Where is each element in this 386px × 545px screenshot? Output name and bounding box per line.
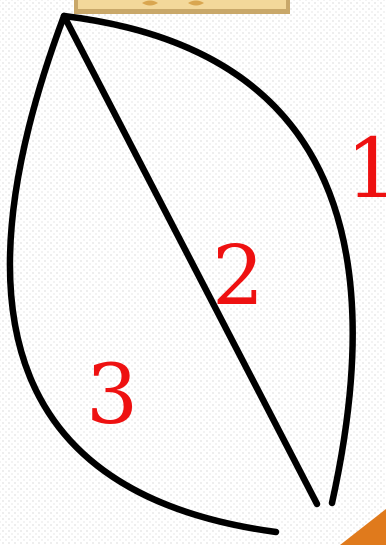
label-one: 1: [346, 122, 386, 217]
label-two: 2: [212, 229, 264, 324]
corner-decoration: [340, 509, 386, 545]
top-decoration-image: [74, 0, 290, 14]
label-three: 3: [86, 348, 138, 443]
